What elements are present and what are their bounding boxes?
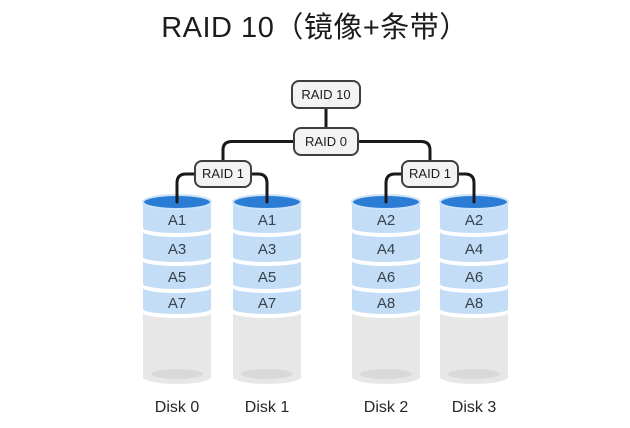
disk-3-free-space xyxy=(440,313,508,384)
disk-3-label: Disk 3 xyxy=(452,399,497,416)
disk-2-free-space xyxy=(352,313,420,384)
raid10-node: RAID 10 xyxy=(291,80,361,109)
disk-block-label: A8 xyxy=(377,295,395,312)
disk-1: A1 A3 A5 A7 Disk 1 xyxy=(232,194,302,416)
disk-block-label: A7 xyxy=(258,295,276,312)
disk-0-bottom-shadow xyxy=(151,369,203,379)
disk-1-block xyxy=(233,202,301,233)
connector-raid1-disk2 xyxy=(384,172,404,204)
disk-block-label: A2 xyxy=(377,212,395,229)
disk-1-block xyxy=(233,232,301,262)
disk-block-label: A2 xyxy=(465,212,483,229)
disk-1-bottom-shadow xyxy=(241,369,293,379)
raid1-node-right: RAID 1 xyxy=(401,160,459,188)
raid0-node: RAID 0 xyxy=(293,127,359,156)
connector-raid0-raid1-left xyxy=(221,140,296,163)
disk-block-label: A5 xyxy=(168,269,186,286)
disk-3-block xyxy=(440,232,508,262)
disk-0-block xyxy=(143,261,211,289)
disk-3-block xyxy=(440,202,508,233)
disk-0-block xyxy=(143,288,211,314)
raid10-node-label: RAID 10 xyxy=(301,87,350,102)
disk-3: A2 A4 A6 A8 Disk 3 xyxy=(439,194,509,416)
disk-0-block xyxy=(143,202,211,233)
disk-1-free-space xyxy=(233,313,301,384)
disk-2-label: Disk 2 xyxy=(364,399,409,416)
disk-1-label: Disk 1 xyxy=(245,399,290,416)
disk-block-label: A6 xyxy=(377,269,395,286)
disk-0-block xyxy=(143,232,211,262)
raid1-right-node-box xyxy=(401,160,459,188)
connector-raid1-disk0 xyxy=(175,172,197,204)
raid1-right-node-label: RAID 1 xyxy=(409,166,451,181)
disk-2-block xyxy=(352,288,420,314)
disk-2: A2 A4 A6 A8 Disk 2 xyxy=(351,194,421,416)
disk-3-block xyxy=(440,261,508,289)
raid0-node-box xyxy=(293,127,359,156)
disk-2-bottom-shadow xyxy=(360,369,412,379)
disk-0: A1 A3 A5 A7 Disk 0 xyxy=(142,194,212,416)
disk-2-block xyxy=(352,261,420,289)
raid1-node-left: RAID 1 xyxy=(194,160,252,188)
disk-block-label: A4 xyxy=(377,241,395,258)
disk-block-label: A1 xyxy=(168,212,186,229)
disk-0-free-space xyxy=(143,313,211,384)
connector-raid1-disk1 xyxy=(249,172,269,204)
connector-raid1-disk3 xyxy=(456,172,476,204)
raid10-node-box xyxy=(291,80,361,109)
disk-block-label: A4 xyxy=(465,241,483,258)
disk-1-block xyxy=(233,261,301,289)
disk-0-label: Disk 0 xyxy=(155,399,200,416)
disk-2-block xyxy=(352,232,420,262)
diagram-title: RAID 10（镜像+条带） xyxy=(161,12,469,44)
disk-3-block xyxy=(440,288,508,314)
raid0-node-label: RAID 0 xyxy=(305,134,347,149)
disk-block-label: A3 xyxy=(258,241,276,258)
disk-2-block xyxy=(352,202,420,233)
disk-block-label: A3 xyxy=(168,241,186,258)
disk-3-bottom-shadow xyxy=(448,369,500,379)
raid1-left-node-box xyxy=(194,160,252,188)
connector-raid0-raid1-right xyxy=(356,140,432,163)
disk-block-label: A6 xyxy=(465,269,483,286)
disk-1-block xyxy=(233,288,301,314)
disk-block-label: A5 xyxy=(258,269,276,286)
disk-block-label: A1 xyxy=(258,212,276,229)
disk-block-label: A8 xyxy=(465,295,483,312)
disk-block-label: A7 xyxy=(168,295,186,312)
raid1-left-node-label: RAID 1 xyxy=(202,166,244,181)
